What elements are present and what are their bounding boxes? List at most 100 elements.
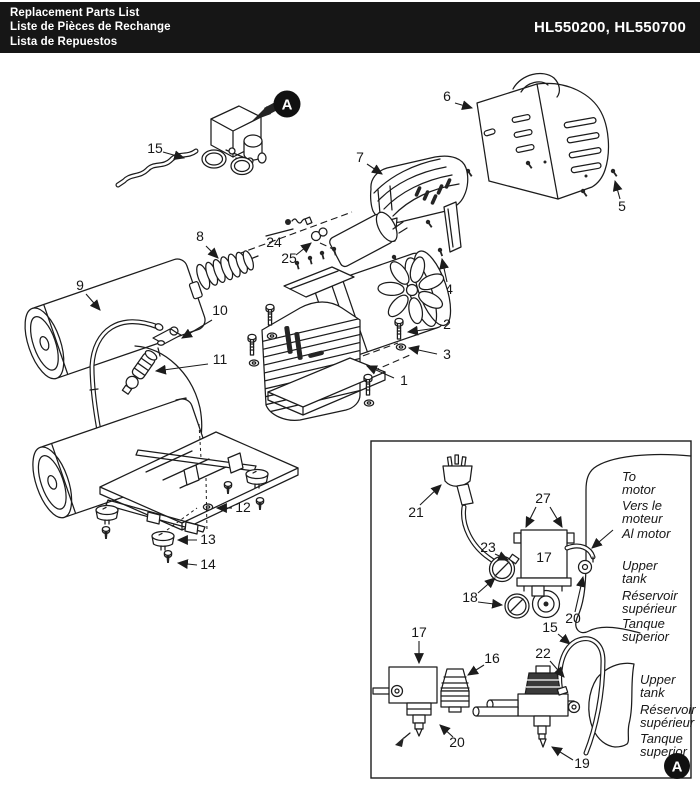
callout-17b: 17 — [411, 624, 427, 640]
rubber-foot — [95, 504, 119, 525]
pump-head — [283, 246, 355, 298]
part-6-shroud — [464, 72, 619, 200]
leader-15b — [557, 633, 571, 645]
part-16-regulator — [440, 668, 470, 713]
part-9-lower-tank — [32, 398, 211, 519]
leader-5 — [612, 179, 623, 200]
leader-4 — [439, 257, 449, 283]
leader-27a — [525, 506, 537, 528]
axis-dash — [237, 211, 353, 255]
marker-a-label: A — [282, 97, 293, 114]
inset-sub-right — [472, 636, 635, 756]
part-8-grip-spring — [196, 250, 255, 290]
part-9-upper-tank — [24, 258, 206, 380]
leader-2 — [406, 325, 438, 336]
callout-10: 10 — [212, 302, 228, 318]
pump-cylinder — [329, 211, 398, 268]
label-upper-tank2-en2: tank — [640, 685, 666, 700]
callout-16: 16 — [484, 650, 500, 666]
leader-7 — [366, 163, 383, 175]
label-upper-tank2-es1: Tanque — [640, 731, 683, 746]
callout-20b: 20 — [449, 734, 465, 750]
label-upper-tank-fr1: Réservoir — [622, 588, 678, 603]
callout-9: 9 — [76, 277, 84, 293]
label-to-motor-es: Al motor — [621, 526, 671, 541]
callout-27: 27 — [535, 490, 551, 506]
bolt — [363, 373, 373, 396]
part-11-coupler — [121, 350, 158, 395]
leader-9 — [85, 293, 101, 311]
callout-4: 4 — [445, 281, 453, 297]
rubber-foot-13 — [151, 530, 175, 551]
washer — [363, 399, 375, 407]
screw-14 — [163, 549, 173, 564]
title-fr: Liste de Pièces de Rechange — [10, 21, 171, 34]
leader-20b — [439, 724, 454, 738]
label-upper-tank-en1: Upper — [622, 558, 658, 573]
leader-8 — [205, 245, 219, 259]
header-bar: Replacement Parts List Liste de Pièces d… — [0, 2, 700, 53]
leader-19 — [551, 746, 574, 761]
base-frame — [95, 423, 299, 564]
leader-22 — [549, 660, 565, 678]
label-to-motor-fr1: Vers le — [622, 498, 662, 513]
header-titles: Replacement Parts List Liste de Pièces d… — [10, 6, 171, 50]
label-upper-tank-en2: tank — [622, 571, 648, 586]
label-to-motor-en1: To — [622, 469, 636, 484]
part-18-gauges — [504, 585, 561, 619]
hose-loop-15 — [557, 636, 606, 756]
exploded-parts-diagram: 15 A 6 — [24, 72, 696, 779]
callout-24: 24 — [266, 234, 282, 250]
title-es: Lista de Repuestos — [10, 35, 118, 48]
part-17-pressure-switch — [513, 529, 575, 592]
label-upper-tank2-fr1: Réservoir — [640, 702, 696, 717]
inset-labels-b: Upper tank Réservoir supérieur Tanque su… — [640, 672, 696, 759]
pressure-switch-assembly-top — [201, 105, 267, 176]
leader-23 — [494, 551, 509, 561]
leader-20a — [574, 575, 586, 613]
label-upper-tank2-fr2: supérieur — [640, 715, 695, 730]
leader-16 — [467, 664, 485, 676]
leader-6 — [454, 100, 474, 110]
callout-25: 25 — [281, 250, 297, 266]
label-upper-tank2-en1: Upper — [640, 672, 676, 687]
leader-3 — [407, 345, 438, 355]
callout-22: 22 — [535, 645, 551, 661]
part-20-fitting — [564, 543, 596, 575]
inset-labels-a: To motor Vers le moteur Al motor Upper t… — [621, 469, 678, 644]
bolt — [247, 333, 257, 356]
callout-19: 19 — [574, 755, 590, 771]
label-to-motor-en2: motor — [622, 482, 656, 497]
label-upper-tank-fr2: supérieur — [622, 601, 677, 616]
washer — [266, 332, 278, 340]
label-upper-tank-es2: superior — [622, 629, 670, 644]
callout-17a: 17 — [536, 549, 552, 565]
washer-12 — [202, 503, 214, 511]
callout-15b: 15 — [542, 619, 558, 635]
detail-marker-a-inset: A — [664, 753, 690, 779]
leader-15 — [162, 150, 186, 161]
washer-3 — [395, 343, 407, 351]
part-1-pump-motor — [247, 211, 452, 421]
leader-18a — [477, 577, 496, 594]
callout-5: 5 — [618, 198, 626, 214]
leader-1 — [365, 365, 395, 379]
title-en: Replacement Parts List — [10, 6, 140, 19]
callout-8: 8 — [196, 228, 204, 244]
callout-6: 6 — [443, 88, 451, 104]
callout-13: 13 — [200, 531, 216, 547]
label-upper-tank-es1: Tanque — [622, 616, 665, 631]
inset-sub-left — [372, 666, 470, 747]
part-15-hose — [115, 148, 199, 188]
part-24-25-fittings — [265, 216, 328, 242]
screw — [255, 496, 265, 511]
callout-20a: 20 — [565, 610, 581, 626]
leader-14 — [176, 559, 198, 569]
detail-marker-a: A — [252, 90, 301, 121]
callout-21: 21 — [408, 504, 424, 520]
model-numbers: HL550200, HL550700 — [533, 19, 686, 36]
leader-al-motor — [591, 529, 614, 549]
leader-18b — [477, 598, 504, 609]
callout-1: 1 — [400, 372, 408, 388]
